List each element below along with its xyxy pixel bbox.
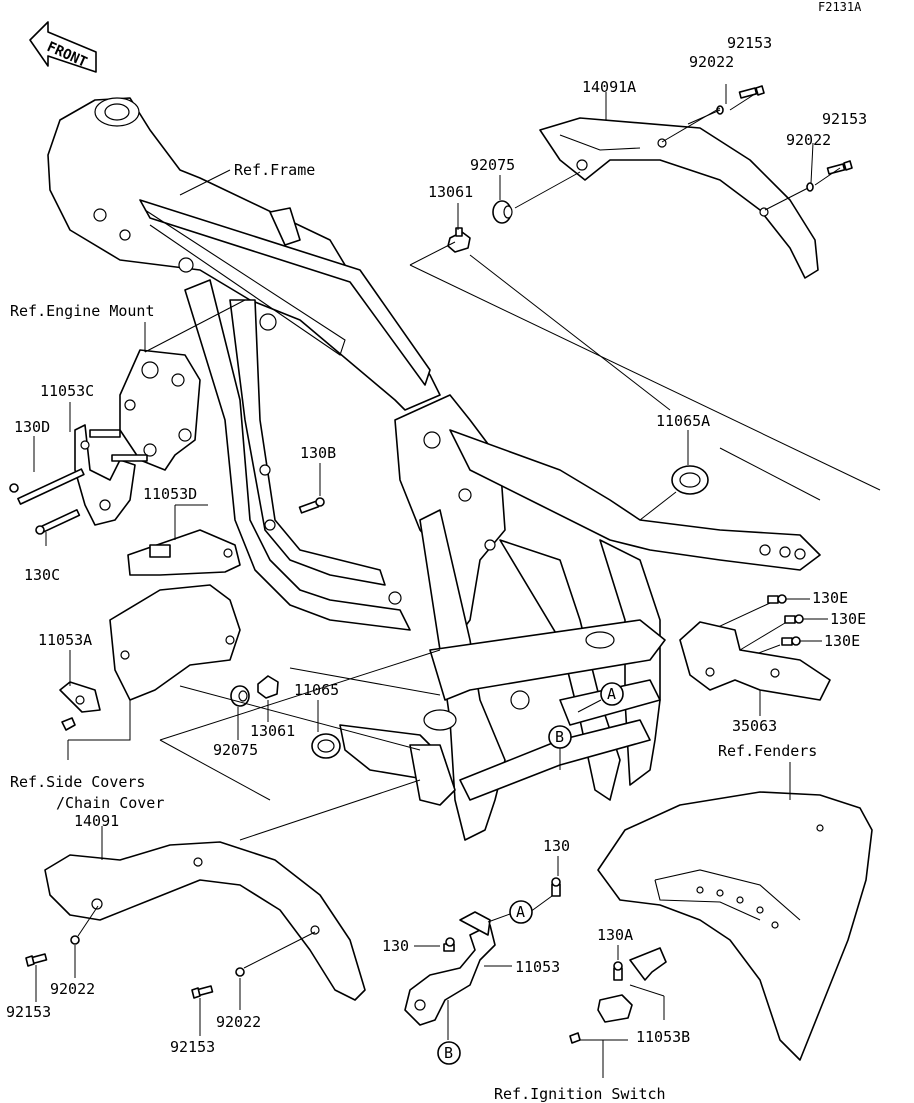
label-92153-top1: 92153 (727, 34, 772, 52)
bolt-130E-2 (784, 614, 804, 624)
label-130E-2: 130E (830, 610, 866, 628)
bolt-130B (298, 497, 325, 514)
ref-engine-mount-label: Ref.Engine Mount (10, 302, 155, 320)
label-92022-bl: 92022 (50, 980, 95, 998)
screw-11053A (61, 717, 76, 731)
label-35063: 35063 (732, 717, 777, 735)
label-130C: 130C (24, 566, 60, 584)
label-11065: 11065 (294, 681, 339, 699)
bolt-130-left (443, 937, 455, 952)
svg-text:B: B (444, 1044, 453, 1062)
ref-fenders-label: Ref.Fenders (718, 742, 817, 760)
rear-fender (597, 791, 873, 1061)
label-130: 130 (543, 837, 570, 855)
bolt-130C (35, 509, 81, 535)
bracket-11053A (59, 584, 241, 713)
callout-a-upper: A (600, 682, 624, 706)
label-11053D: 11053D (143, 485, 197, 503)
label-11053C: 11053C (40, 382, 94, 400)
label-92075-top: 92075 (470, 156, 515, 174)
bracket-11053 (404, 911, 496, 1026)
fender-strut-14091 (44, 841, 366, 1001)
washer-92022-bl (70, 935, 80, 945)
grommet-11065 (311, 733, 341, 759)
bolt-130D (9, 468, 85, 505)
callout-a-lower: A (509, 900, 533, 924)
label-92075-mid: 92075 (213, 741, 258, 759)
bolt-130E-1 (767, 594, 787, 604)
label-11053B: 11053B (636, 1028, 690, 1046)
nut-13061-mid (257, 675, 279, 699)
label-13061-top: 13061 (428, 183, 473, 201)
label-92022-top2: 92022 (786, 131, 831, 149)
label-13061-mid: 13061 (250, 722, 295, 740)
label-130E-3: 130E (824, 632, 860, 650)
bolt-92153-bl (25, 953, 48, 967)
label-92022-bm: 92022 (216, 1013, 261, 1031)
svg-text:A: A (607, 685, 616, 703)
svg-text:B: B (555, 728, 564, 746)
bolt-130E-3 (781, 636, 801, 646)
bolt-92153-top2 (826, 160, 853, 175)
label-14091: 14091 (74, 812, 119, 830)
motorcycle-frame (47, 97, 821, 841)
front-arrow: FRONT (29, 21, 97, 73)
label-11065A: 11065A (656, 412, 710, 430)
ref-chain-cover-label: /Chain Cover (56, 794, 164, 812)
svg-text:A: A (516, 903, 525, 921)
label-92153-bm: 92153 (170, 1038, 215, 1056)
label-11053: 11053 (515, 958, 560, 976)
label-130E-1: 130E (812, 589, 848, 607)
nut-13061-top (447, 227, 471, 253)
label-92153-bl: 92153 (6, 1003, 51, 1021)
fender-strut-14091A (539, 117, 819, 279)
bracket-35063 (679, 621, 831, 701)
ref-ignition-switch-label: Ref.Ignition Switch (494, 1085, 666, 1103)
screw-ignition (569, 1032, 581, 1044)
ref-side-covers-label: Ref.Side Covers (10, 773, 145, 791)
label-130A: 130A (597, 926, 633, 944)
bolt-130 (551, 877, 561, 897)
callout-b-upper: B (548, 725, 572, 749)
label-130D: 130D (14, 418, 50, 436)
bracket-11053B (597, 947, 667, 1023)
washer-92022-top2 (806, 182, 814, 192)
label-14091A: 14091A (582, 78, 636, 96)
callout-b-lower: B (437, 1041, 461, 1065)
engine-mount-bracket (119, 349, 201, 471)
bolt-130A (613, 961, 623, 981)
bolt-92153-bm (191, 985, 214, 999)
damper-92075-mid (230, 685, 250, 707)
bracket-11053C (74, 424, 148, 526)
label-92022-top1: 92022 (689, 53, 734, 71)
label-130-left: 130 (382, 937, 409, 955)
damper-92075-top (492, 200, 513, 224)
label-92153-top2: 92153 (822, 110, 867, 128)
ref-frame-label: Ref.Frame (234, 161, 315, 179)
grommet-11065A (671, 465, 709, 495)
label-130B: 130B (300, 444, 336, 462)
washer-92022-bm (235, 967, 245, 977)
figure-id: F2131A (818, 0, 862, 14)
label-11053A: 11053A (38, 631, 92, 649)
bracket-11053D (127, 529, 241, 576)
